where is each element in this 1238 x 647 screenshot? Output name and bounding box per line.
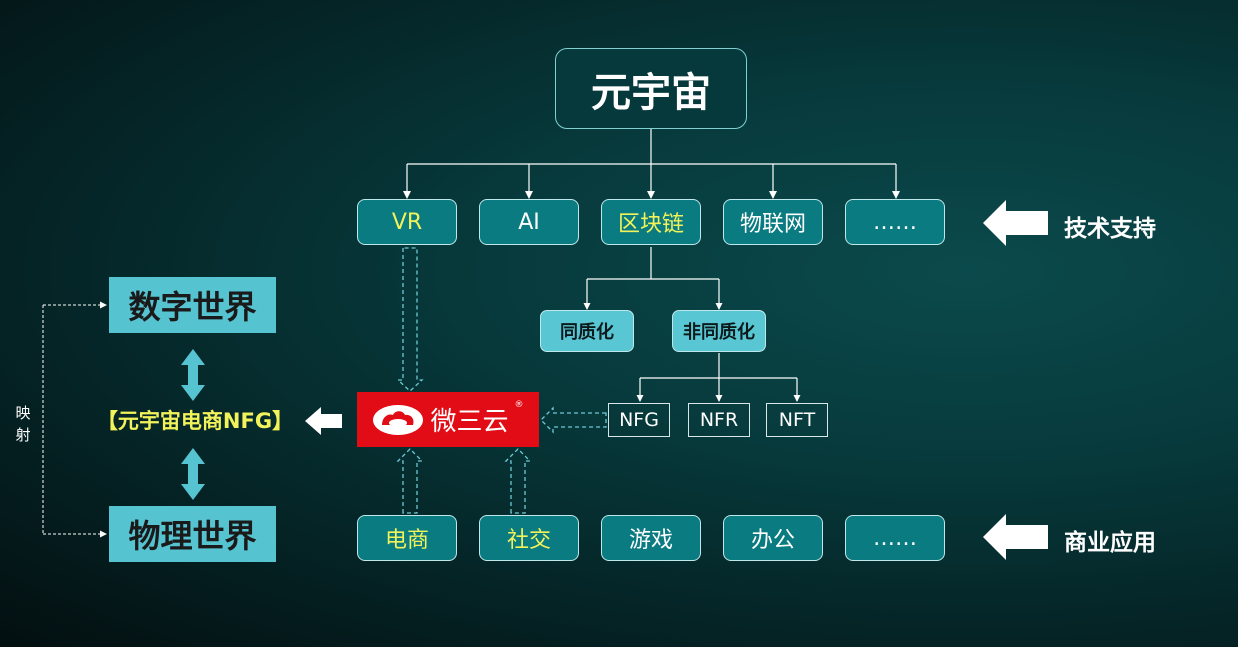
weisanyun-logo: 微三云 ® xyxy=(357,392,539,447)
mapping-label: 映射 xyxy=(15,404,31,444)
tech-more-node: …… xyxy=(845,199,945,245)
nfg-node: NFG xyxy=(608,403,670,437)
center-label-arrow xyxy=(305,407,342,435)
business-more-node: …… xyxy=(845,515,945,561)
non-fungible-node: 非同质化 xyxy=(672,310,766,352)
business-gaming-node: 游戏 xyxy=(601,515,701,561)
business-social-node: 社交 xyxy=(479,515,579,561)
fungible-node: 同质化 xyxy=(540,310,634,352)
logo-text: 微三云 xyxy=(430,407,509,437)
business-application-arrow xyxy=(983,514,1048,560)
nfr-node: NFR xyxy=(688,403,750,437)
tech-support-label: 技术支持 xyxy=(1064,216,1156,242)
nft-node: NFT xyxy=(766,403,828,437)
tech-blockchain-node: 区块链 xyxy=(601,199,701,245)
registered-mark: ® xyxy=(514,400,524,410)
business-office-node: 办公 xyxy=(723,515,823,561)
physical-world-node: 物理世界 xyxy=(109,506,276,562)
big-arrows xyxy=(305,200,1048,560)
tech-vr-node: VR xyxy=(357,199,457,245)
metaverse-ecommerce-nfg-label: 【元宇宙电商NFG】 xyxy=(96,409,294,433)
nonfungible-connectors xyxy=(636,353,801,402)
root-metaverse-node: 元宇宙 xyxy=(555,48,747,129)
business-application-label: 商业应用 xyxy=(1064,530,1156,556)
dashed-hollow-arrows xyxy=(396,247,607,514)
tech-support-arrow xyxy=(983,200,1048,246)
business-ecommerce-node: 电商 xyxy=(357,515,457,561)
digital-world-node: 数字世界 xyxy=(109,277,276,333)
tech-iot-node: 物联网 xyxy=(723,199,823,245)
root-to-tech-connectors xyxy=(403,129,900,199)
tech-ai-node: AI xyxy=(479,199,579,245)
cloud-logo-icon xyxy=(373,404,424,435)
blockchain-connectors xyxy=(583,247,723,310)
